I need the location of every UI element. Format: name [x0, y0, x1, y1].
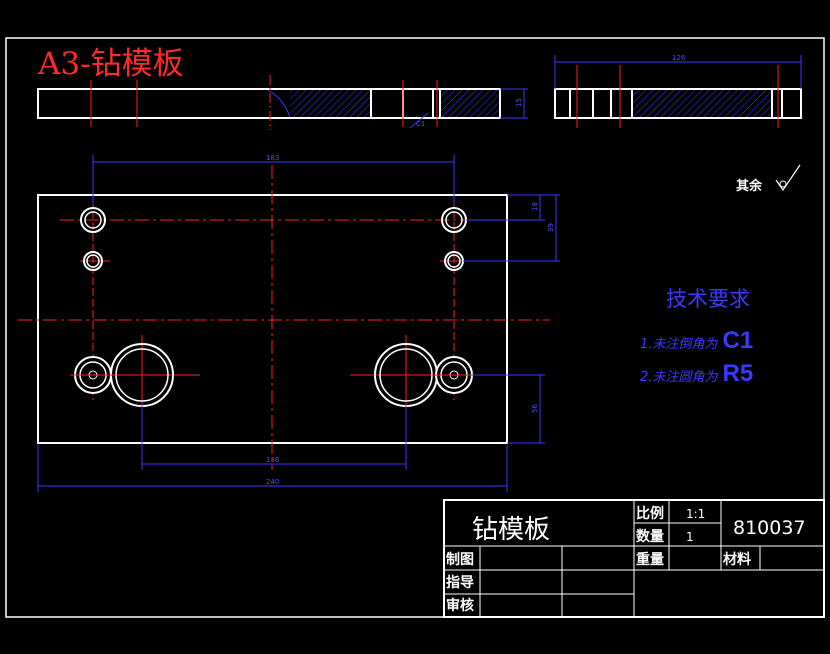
dim-overall-length: 240: [266, 478, 279, 486]
tech-requirement-1-value: C1: [723, 327, 754, 354]
title-block-part-name: 钻模板: [472, 515, 550, 545]
title-block-weight-label: 重量: [636, 551, 664, 568]
tech-requirement-1-text: 1.未注倒角为: [640, 337, 718, 352]
plan-view: [18, 155, 560, 492]
title-block-reviewed-by-label: 审核: [446, 597, 474, 614]
title-block-material-label: 材料: [723, 551, 751, 568]
dim-chamfer: C1: [416, 120, 425, 128]
title-block-drawn-by-label: 制图: [446, 551, 474, 568]
tech-requirement-2-value: R5: [723, 360, 754, 387]
dim-side-c: 56: [531, 404, 539, 413]
side-view-right: [554, 55, 802, 128]
dim-top-length: 126: [672, 54, 686, 62]
title-block-quantity-value: 1: [686, 530, 694, 544]
dim-hole-span: 183: [266, 154, 279, 162]
drawing-frame: [5, 37, 825, 618]
section-view-left: [37, 75, 528, 130]
hole-pin-left: [83, 251, 103, 271]
hole-top-left: [80, 207, 106, 233]
title-block-drawing-number: 810037: [733, 517, 806, 539]
title-block-quantity-label: 数量: [636, 528, 664, 545]
title-block: [443, 499, 825, 618]
title-block-guided-by-label: 指导: [446, 574, 474, 591]
surface-finish-note: 其余: [736, 178, 763, 194]
dim-thickness: 15: [515, 98, 523, 107]
title-block-scale-label: 比例: [636, 505, 664, 522]
sheet-title: A3-钻模板: [37, 46, 184, 82]
tech-requirement-1: 1.未注倒角为 C1: [640, 327, 753, 354]
tech-requirement-2-text: 2.未注圆角为: [640, 370, 718, 385]
surface-finish-icon: [775, 164, 801, 192]
tech-requirements-title: 技术要求: [666, 287, 750, 311]
dim-side-b: 39: [547, 223, 555, 232]
dim-side-a: 18: [531, 202, 539, 211]
dim-bottom-span: 136: [266, 456, 280, 464]
title-block-scale-value: 1:1: [686, 507, 705, 521]
tech-requirement-2: 2.未注圆角为 R5: [640, 360, 753, 387]
